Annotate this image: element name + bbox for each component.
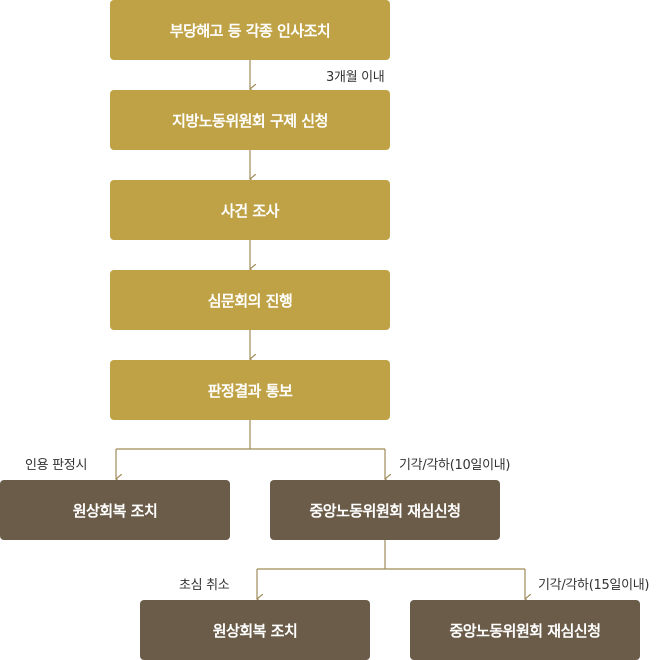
branch1-central-review: 중앙노동위원회 재심신청 [270,480,500,540]
branch2-restoration: 원상회복 조치 [140,600,370,660]
label-within-3-months: 3개월 이내 [326,70,385,85]
branch1-restoration: 원상회복 조치 [0,480,230,540]
step-decision-notice: 판정결과 통보 [110,360,390,420]
step-case-investigation: 사건 조사 [110,180,390,240]
label-accepted: 인용 판정시 [25,458,88,473]
step-disciplinary-action: 부당해고 등 각종 인사조치 [110,0,390,60]
label-rejected-10days: 기각/각하(10일이내) [399,458,511,473]
step-relief-application: 지방노동위원회 구제 신청 [110,90,390,150]
branch2-central-review: 중앙노동위원회 재심신청 [410,600,640,660]
label-rejected-15days: 기각/각하(15일이내) [538,578,650,593]
label-first-instance-cancel: 초심 취소 [179,578,230,593]
step-hearing: 심문회의 진행 [110,270,390,330]
